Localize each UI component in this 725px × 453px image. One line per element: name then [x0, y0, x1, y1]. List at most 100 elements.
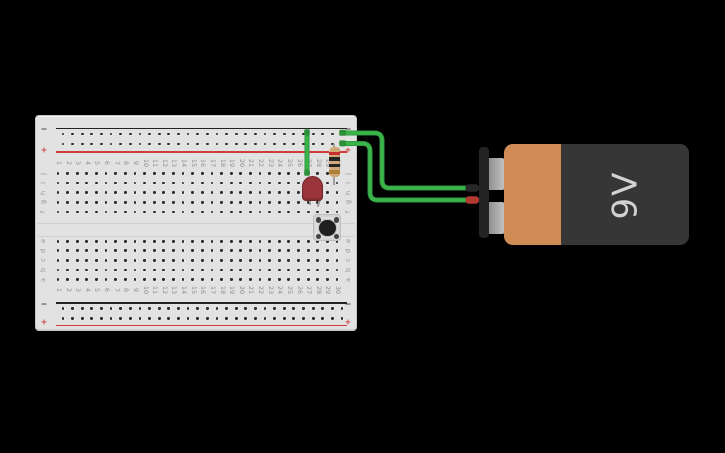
breadboard-hole[interactable] [66, 172, 70, 175]
breadboard-hole[interactable] [316, 172, 320, 175]
breadboard-hole[interactable] [152, 278, 156, 281]
breadboard-rail-hole[interactable] [292, 307, 296, 310]
breadboard-hole[interactable] [210, 268, 214, 272]
breadboard-hole[interactable] [181, 278, 185, 281]
breadboard-hole[interactable] [200, 191, 204, 195]
breadboard-hole[interactable] [210, 239, 214, 243]
breadboard-hole[interactable] [56, 249, 60, 253]
breadboard-hole[interactable] [162, 200, 166, 204]
breadboard-hole[interactable] [162, 172, 166, 175]
breadboard-hole[interactable] [143, 210, 146, 214]
breadboard-hole[interactable] [258, 278, 262, 281]
breadboard-hole[interactable] [172, 210, 175, 214]
breadboard-hole[interactable] [258, 249, 262, 253]
breadboard-rail-hole[interactable] [302, 132, 305, 136]
breadboard-hole[interactable] [287, 191, 291, 195]
breadboard-hole[interactable] [277, 278, 281, 281]
breadboard-hole[interactable] [277, 200, 281, 204]
breadboard-hole[interactable] [335, 268, 339, 272]
breadboard-rail-hole[interactable] [215, 317, 219, 320]
breadboard-hole[interactable] [306, 268, 310, 272]
breadboard-hole[interactable] [75, 268, 79, 272]
breadboard-rail-hole[interactable] [282, 307, 286, 310]
breadboard-hole[interactable] [258, 191, 262, 195]
breadboard-rail-hole[interactable] [71, 132, 75, 136]
breadboard-rail-hole[interactable] [109, 142, 113, 146]
breadboard-hole[interactable] [133, 278, 137, 281]
breadboard-hole[interactable] [277, 210, 281, 214]
breadboard-hole[interactable] [191, 249, 195, 253]
breadboard-rail-hole[interactable] [263, 132, 267, 136]
breadboard-hole[interactable] [287, 200, 291, 204]
breadboard-rail-hole[interactable] [186, 142, 190, 146]
breadboard-hole[interactable] [210, 249, 214, 253]
breadboard-hole[interactable] [229, 181, 233, 185]
breadboard-hole[interactable] [297, 181, 300, 185]
breadboard-hole[interactable] [210, 191, 214, 195]
breadboard-rail-hole[interactable] [128, 317, 132, 320]
breadboard-hole[interactable] [268, 181, 272, 185]
breadboard-hole[interactable] [268, 249, 272, 253]
breadboard-rail-hole[interactable] [80, 132, 84, 136]
breadboard-hole[interactable] [123, 181, 127, 185]
breadboard-rail-hole[interactable] [234, 132, 238, 136]
breadboard-rail-hole[interactable] [119, 132, 123, 136]
breadboard-hole[interactable] [85, 200, 89, 204]
breadboard-rail-hole[interactable] [167, 317, 171, 320]
breadboard-hole[interactable] [277, 191, 281, 195]
breadboard-hole[interactable] [229, 191, 233, 195]
breadboard-hole[interactable] [66, 181, 70, 185]
breadboard-hole[interactable] [104, 239, 108, 243]
breadboard-hole[interactable] [297, 259, 300, 262]
breadboard-hole[interactable] [277, 239, 281, 243]
breadboard-hole[interactable] [249, 172, 252, 175]
breadboard-hole[interactable] [316, 210, 320, 214]
breadboard-rail-hole[interactable] [100, 132, 103, 136]
breadboard-hole[interactable] [258, 259, 262, 262]
breadboard-rail-hole[interactable] [80, 317, 84, 320]
breadboard-hole[interactable] [200, 249, 204, 253]
breadboard-hole[interactable] [152, 268, 156, 272]
breadboard-rail-hole[interactable] [205, 307, 209, 310]
breadboard-rail-hole[interactable] [244, 142, 248, 146]
breadboard-hole[interactable] [172, 259, 175, 262]
breadboard-hole[interactable] [56, 268, 60, 272]
breadboard-hole[interactable] [75, 210, 79, 214]
breadboard-hole[interactable] [220, 210, 223, 214]
breadboard-rail-hole[interactable] [186, 317, 190, 320]
breadboard-hole[interactable] [220, 191, 223, 195]
breadboard-hole[interactable] [200, 181, 204, 185]
breadboard-hole[interactable] [229, 278, 233, 281]
breadboard-hole[interactable] [95, 181, 98, 185]
breadboard-hole[interactable] [85, 249, 89, 253]
breadboard-hole[interactable] [229, 268, 233, 272]
breadboard-rail-hole[interactable] [138, 317, 142, 320]
breadboard-rail-hole[interactable] [157, 142, 161, 146]
breadboard-rail-hole[interactable] [321, 307, 325, 310]
breadboard-hole[interactable] [56, 181, 60, 185]
breadboard-hole[interactable] [95, 210, 98, 214]
breadboard-hole[interactable] [114, 249, 118, 253]
breadboard-hole[interactable] [287, 249, 291, 253]
breadboard-rail-hole[interactable] [234, 142, 238, 146]
breadboard-hole[interactable] [162, 239, 166, 243]
breadboard-hole[interactable] [229, 249, 233, 253]
breadboard-hole[interactable] [133, 191, 137, 195]
breadboard-hole[interactable] [297, 249, 300, 253]
breadboard-rail-hole[interactable] [330, 317, 334, 320]
breadboard-rail-hole[interactable] [100, 142, 103, 146]
breadboard-hole[interactable] [335, 259, 339, 262]
breadboard-rail-hole[interactable] [273, 307, 277, 310]
breadboard-hole[interactable] [335, 200, 339, 204]
breadboard-hole[interactable] [239, 239, 243, 243]
breadboard-hole[interactable] [325, 259, 329, 262]
breadboard-hole[interactable] [114, 172, 118, 175]
breadboard-rail-hole[interactable] [90, 142, 94, 146]
breadboard-hole[interactable] [306, 249, 310, 253]
breadboard-hole[interactable] [306, 210, 310, 214]
breadboard-hole[interactable] [297, 268, 300, 272]
breadboard-rail-hole[interactable] [292, 132, 296, 136]
breadboard-hole[interactable] [75, 278, 79, 281]
breadboard-hole[interactable] [210, 278, 214, 281]
breadboard-hole[interactable] [220, 268, 223, 272]
